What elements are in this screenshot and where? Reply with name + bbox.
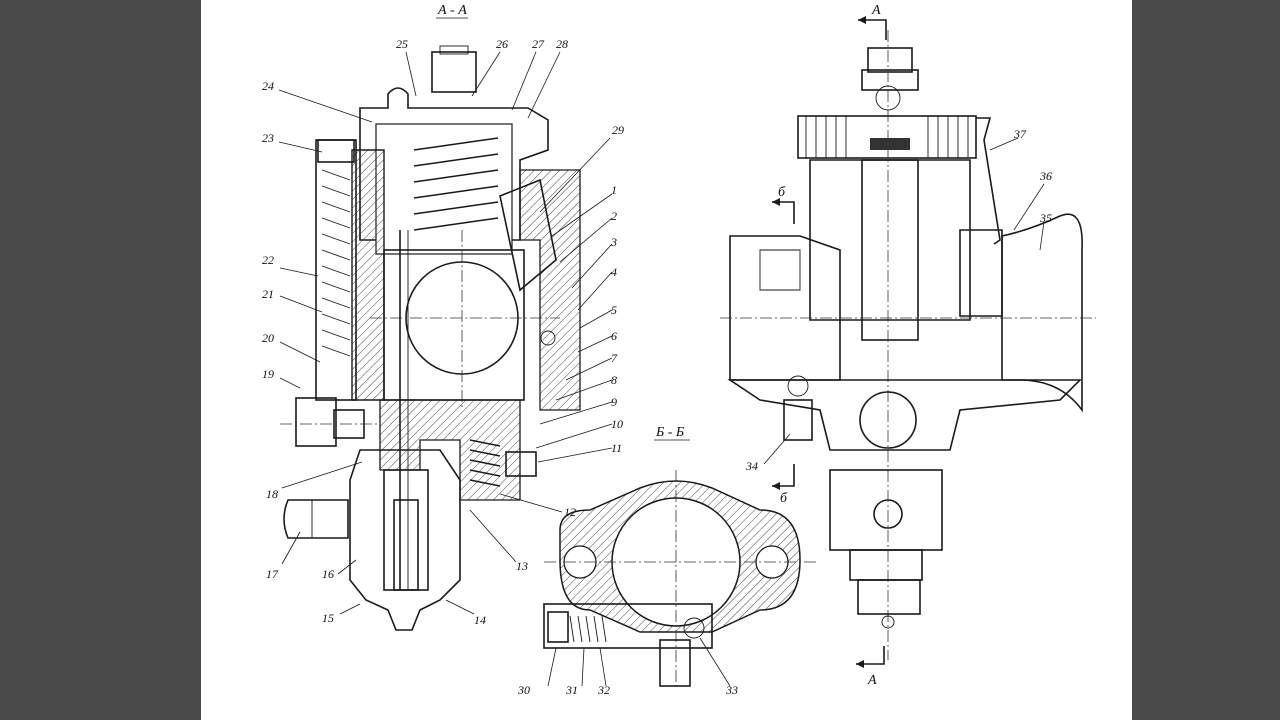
part-label-20: 20	[262, 331, 274, 345]
ext-choke-lever	[976, 117, 1001, 245]
part-label-8: 8	[611, 373, 617, 387]
float-bowl	[349, 449, 461, 631]
choke-lever	[499, 178, 557, 292]
part-label-35: 35	[1039, 211, 1052, 225]
part-label-29: 29	[612, 123, 624, 137]
throttle-spring	[413, 137, 499, 231]
cut-marker-b-bottom: б	[780, 491, 788, 506]
ext-intake-flange	[729, 235, 841, 381]
part-label-37: 37	[1013, 127, 1027, 141]
part-label-18: 18	[266, 487, 278, 501]
ext-air-horn	[1001, 213, 1083, 413]
part-label-5: 5	[611, 303, 617, 317]
fuel-inlet-fitting	[283, 499, 349, 539]
part-label-36: 36	[1039, 169, 1052, 183]
part-label-25: 25	[396, 37, 408, 51]
part-label-23: 23	[262, 131, 274, 145]
ext-idle-screw	[783, 399, 813, 441]
part-label-24: 24	[262, 79, 274, 93]
part-label-3: 3	[610, 235, 617, 249]
ext-lower-body	[727, 379, 1082, 451]
idle-channel	[543, 603, 713, 649]
part-label-10: 10	[611, 417, 623, 431]
part-label-34: 34	[745, 459, 758, 473]
external-view: А А б б	[720, 3, 1096, 688]
top-cover	[359, 87, 549, 241]
ext-body	[809, 159, 971, 321]
drawing-sheet: А - А	[201, 0, 1132, 720]
left-letterbox-bar	[0, 0, 201, 720]
part-label-22: 22	[262, 253, 274, 267]
idle-spring	[569, 615, 607, 643]
part-label-28: 28	[556, 37, 568, 51]
part-label-15: 15	[322, 611, 334, 625]
part-label-9: 9	[611, 395, 617, 409]
cut-marker-a-bottom: А	[867, 673, 877, 688]
idle-outlet-pipe	[659, 639, 691, 687]
adjuster-spring	[321, 169, 351, 357]
cut-marker-a-top: А	[871, 3, 881, 18]
part-label-31: 31	[565, 683, 578, 697]
ext-slide-column	[861, 159, 919, 341]
part-label-30: 30	[517, 683, 530, 697]
ext-main-jet-boss	[859, 391, 917, 449]
part-label-17: 17	[266, 567, 279, 581]
section-a-a-view: А - А	[280, 3, 581, 631]
carburetor-technical-drawing: А - А	[262, 3, 1096, 697]
part-label-16: 16	[322, 567, 334, 581]
adjuster-housing	[315, 139, 357, 401]
cut-marker-b-top: б	[778, 185, 786, 200]
section-b-b-title: Б - Б	[655, 425, 684, 440]
section-b-b-view: Б - Б 30 31 32 33	[517, 425, 816, 697]
part-label-27: 27	[532, 37, 545, 51]
part-label-33: 33	[725, 683, 738, 697]
ext-top-nut	[867, 47, 913, 73]
union-bolt	[295, 397, 337, 447]
ext-drain-plug	[857, 579, 921, 615]
ext-float-bowl	[829, 469, 943, 551]
adjuster-screw-head	[317, 139, 355, 163]
right-letterbox-bar	[1132, 0, 1280, 720]
throttle-slide	[383, 249, 525, 401]
section-a-a-title: А - А	[437, 3, 467, 18]
part-label-7: 7	[611, 351, 618, 365]
part-label-1: 1	[611, 183, 617, 197]
part-label-2: 2	[611, 209, 617, 223]
part-label-32: 32	[597, 683, 610, 697]
part-label-19: 19	[262, 367, 274, 381]
part-labels-a-a: 1 2 3 4 5 6 7 8 9 10 11 12 13 14 15 16 1…	[262, 37, 624, 627]
part-label-13: 13	[516, 559, 528, 573]
part-label-14: 14	[474, 613, 486, 627]
idle-jet-spring	[469, 439, 501, 487]
section-a-a-leaders	[278, 51, 613, 615]
knurled-cap	[797, 115, 977, 159]
float-chamber	[375, 123, 513, 255]
part-label-4: 4	[611, 265, 617, 279]
part-label-26: 26	[496, 37, 508, 51]
top-cap-nut	[431, 51, 477, 93]
part-label-11: 11	[611, 441, 622, 455]
body-wall-right	[519, 169, 581, 411]
part-label-6: 6	[611, 329, 617, 343]
part-label-21: 21	[262, 287, 274, 301]
